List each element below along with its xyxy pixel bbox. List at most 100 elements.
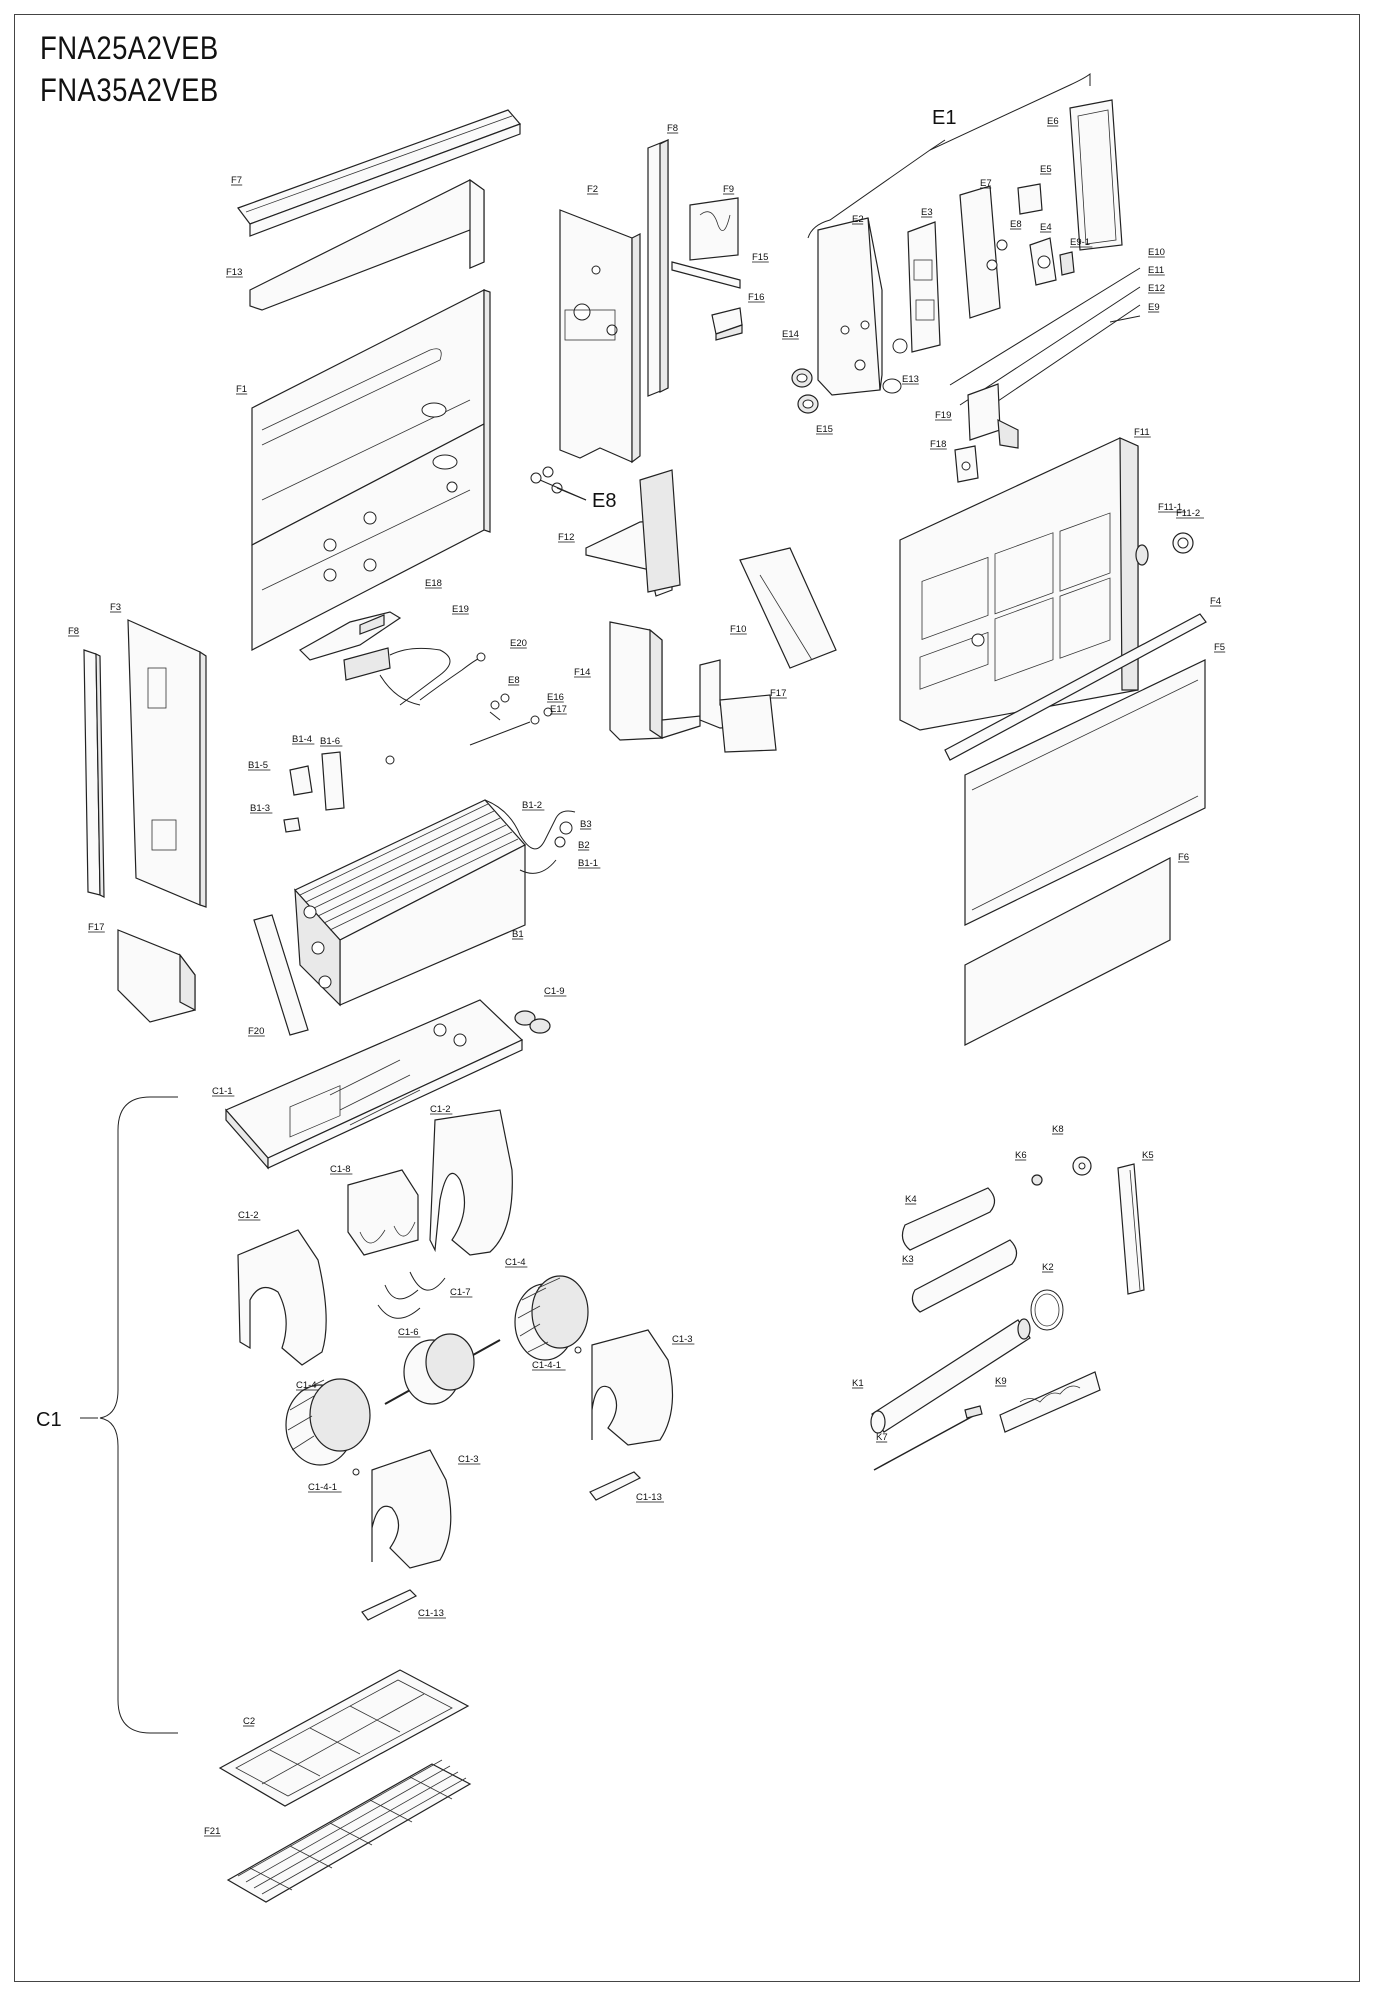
part-label-c1-2b: C1-2 — [238, 1210, 259, 1221]
e5-block — [1017, 183, 1043, 215]
e3-plate — [907, 221, 941, 353]
c1-1-base-plate — [225, 999, 524, 1170]
part-label-c1-2a: C1-2 — [430, 1104, 451, 1115]
f16-clip — [711, 307, 743, 341]
part-label-e12: E12 — [1148, 283, 1165, 294]
f12-drain-bracket — [585, 469, 681, 597]
part-label-f15: F15 — [752, 252, 768, 263]
part-label-e16: E16 — [547, 692, 564, 703]
part-label-f8b: F8 — [68, 626, 79, 637]
f13-panel — [249, 178, 485, 311]
part-label-e19: E19 — [452, 604, 469, 615]
f8-left-bracket — [83, 649, 105, 898]
part-label-k5: K5 — [1142, 1150, 1154, 1161]
f8-vertical-bracket — [647, 139, 669, 397]
e13-ring — [882, 338, 908, 394]
c1-13-bar-right — [589, 1471, 642, 1501]
part-label-f7: F7 — [231, 175, 242, 186]
part-label-e13: E13 — [902, 374, 919, 385]
f14-bracket — [609, 621, 701, 741]
e15-grommet — [797, 394, 819, 414]
c1-4-1-screw-right — [574, 1346, 582, 1354]
b2-fitting — [554, 836, 566, 848]
c1-4-fan-right — [514, 1275, 589, 1361]
f10-panel — [739, 547, 837, 669]
part-label-b1-6: B1-6 — [320, 736, 340, 747]
f17-cover-left — [117, 929, 196, 1023]
part-label-b3: B3 — [580, 819, 592, 830]
part-label-c1-13a: C1-13 — [418, 1608, 444, 1619]
part-label-k7: K7 — [876, 1432, 888, 1443]
c1-4-1-screw-left — [352, 1468, 360, 1476]
e16-e17-sensor — [469, 707, 553, 746]
part-label-f11-2: F11-2 — [1176, 508, 1200, 519]
part-label-c1-3a: C1-3 — [672, 1334, 693, 1345]
part-label-b2: B2 — [578, 840, 590, 851]
part-label-k8: K8 — [1052, 1124, 1064, 1135]
part-label-f4: F4 — [1210, 596, 1221, 607]
part-label-c1-1: C1-1 — [212, 1086, 233, 1097]
c1-2-scroll-housing-left — [237, 1229, 327, 1366]
k1-drain-hose — [870, 1318, 1031, 1434]
part-label-e4: E4 — [1040, 222, 1052, 233]
part-label-f5: F5 — [1214, 642, 1225, 653]
part-label-b1-5: B1-5 — [248, 760, 268, 771]
part-label-f2: F2 — [587, 184, 598, 195]
e9-1-component — [1059, 251, 1075, 276]
e2-control-box — [817, 217, 883, 396]
part-label-f18: F18 — [930, 439, 946, 450]
part-label-e17: E17 — [550, 704, 567, 715]
part-label-e9: E9 — [1148, 302, 1160, 313]
k9-sealing-pad — [999, 1371, 1101, 1433]
e1-group-bracket: E1 — [807, 72, 1091, 239]
part-label-k1: K1 — [852, 1378, 864, 1389]
e1-group-label: E1 — [932, 107, 956, 129]
part-label-f16: F16 — [748, 292, 764, 303]
part-label-e5: E5 — [1040, 164, 1052, 175]
f3-left-side-plate — [127, 619, 207, 908]
part-label-e14: E14 — [782, 329, 799, 340]
f6-bottom-panel — [964, 857, 1171, 1046]
part-label-f1: F1 — [236, 384, 247, 395]
part-label-k9: K9 — [995, 1376, 1007, 1387]
e19-wire-harness — [343, 647, 451, 706]
part-label-f21: F21 — [204, 1826, 220, 1837]
b3-fitting — [559, 821, 573, 835]
e8-connector — [489, 693, 510, 721]
e18-sensor-holder — [299, 611, 402, 661]
part-label-c1-4-1a: C1-4-1 — [532, 1360, 561, 1371]
b1-5-pad — [289, 765, 313, 796]
c1-9-grommets — [514, 1010, 551, 1034]
part-label-c1-9: C1-9 — [544, 986, 565, 997]
e8-small-parts-upper — [986, 239, 1008, 271]
part-label-e9-1: E9-1 — [1070, 237, 1090, 248]
f17-cover-right — [699, 659, 777, 753]
part-label-c1-3b: C1-3 — [458, 1454, 479, 1465]
part-label-f11-1: F11-1 — [1158, 502, 1182, 513]
c2-air-filter — [218, 1669, 470, 1807]
part-label-f8a: F8 — [667, 123, 678, 134]
f4-bar — [944, 613, 1207, 761]
part-label-f11: F11 — [1134, 427, 1150, 438]
f9-bracket — [689, 197, 739, 261]
part-label-c1-7: C1-7 — [450, 1287, 471, 1298]
k4-insulation — [901, 1187, 996, 1251]
part-label-f20: F20 — [248, 1026, 264, 1037]
c1-3-scroll-housing-right — [591, 1329, 674, 1446]
f11-2-knob — [1172, 532, 1194, 554]
part-label-f17b: F17 — [88, 922, 104, 933]
e6-cover-plate — [1069, 99, 1123, 251]
c1-group-brace: C1 — [36, 1096, 178, 1734]
part-label-k6: K6 — [1015, 1150, 1027, 1161]
f1-back-panel — [251, 289, 491, 651]
k5-insulation-strip — [1117, 1163, 1145, 1295]
c1-2-scroll-housing-upper — [429, 1109, 513, 1256]
part-label-e11: E11 — [1148, 265, 1164, 276]
model-name-1: FNA25A2VEB — [40, 30, 219, 66]
part-label-e15: E15 — [816, 424, 833, 435]
part-label-e8a: E8 — [1010, 219, 1022, 230]
part-label-e20: E20 — [510, 638, 527, 649]
e8-callout-label: E8 — [592, 490, 616, 512]
